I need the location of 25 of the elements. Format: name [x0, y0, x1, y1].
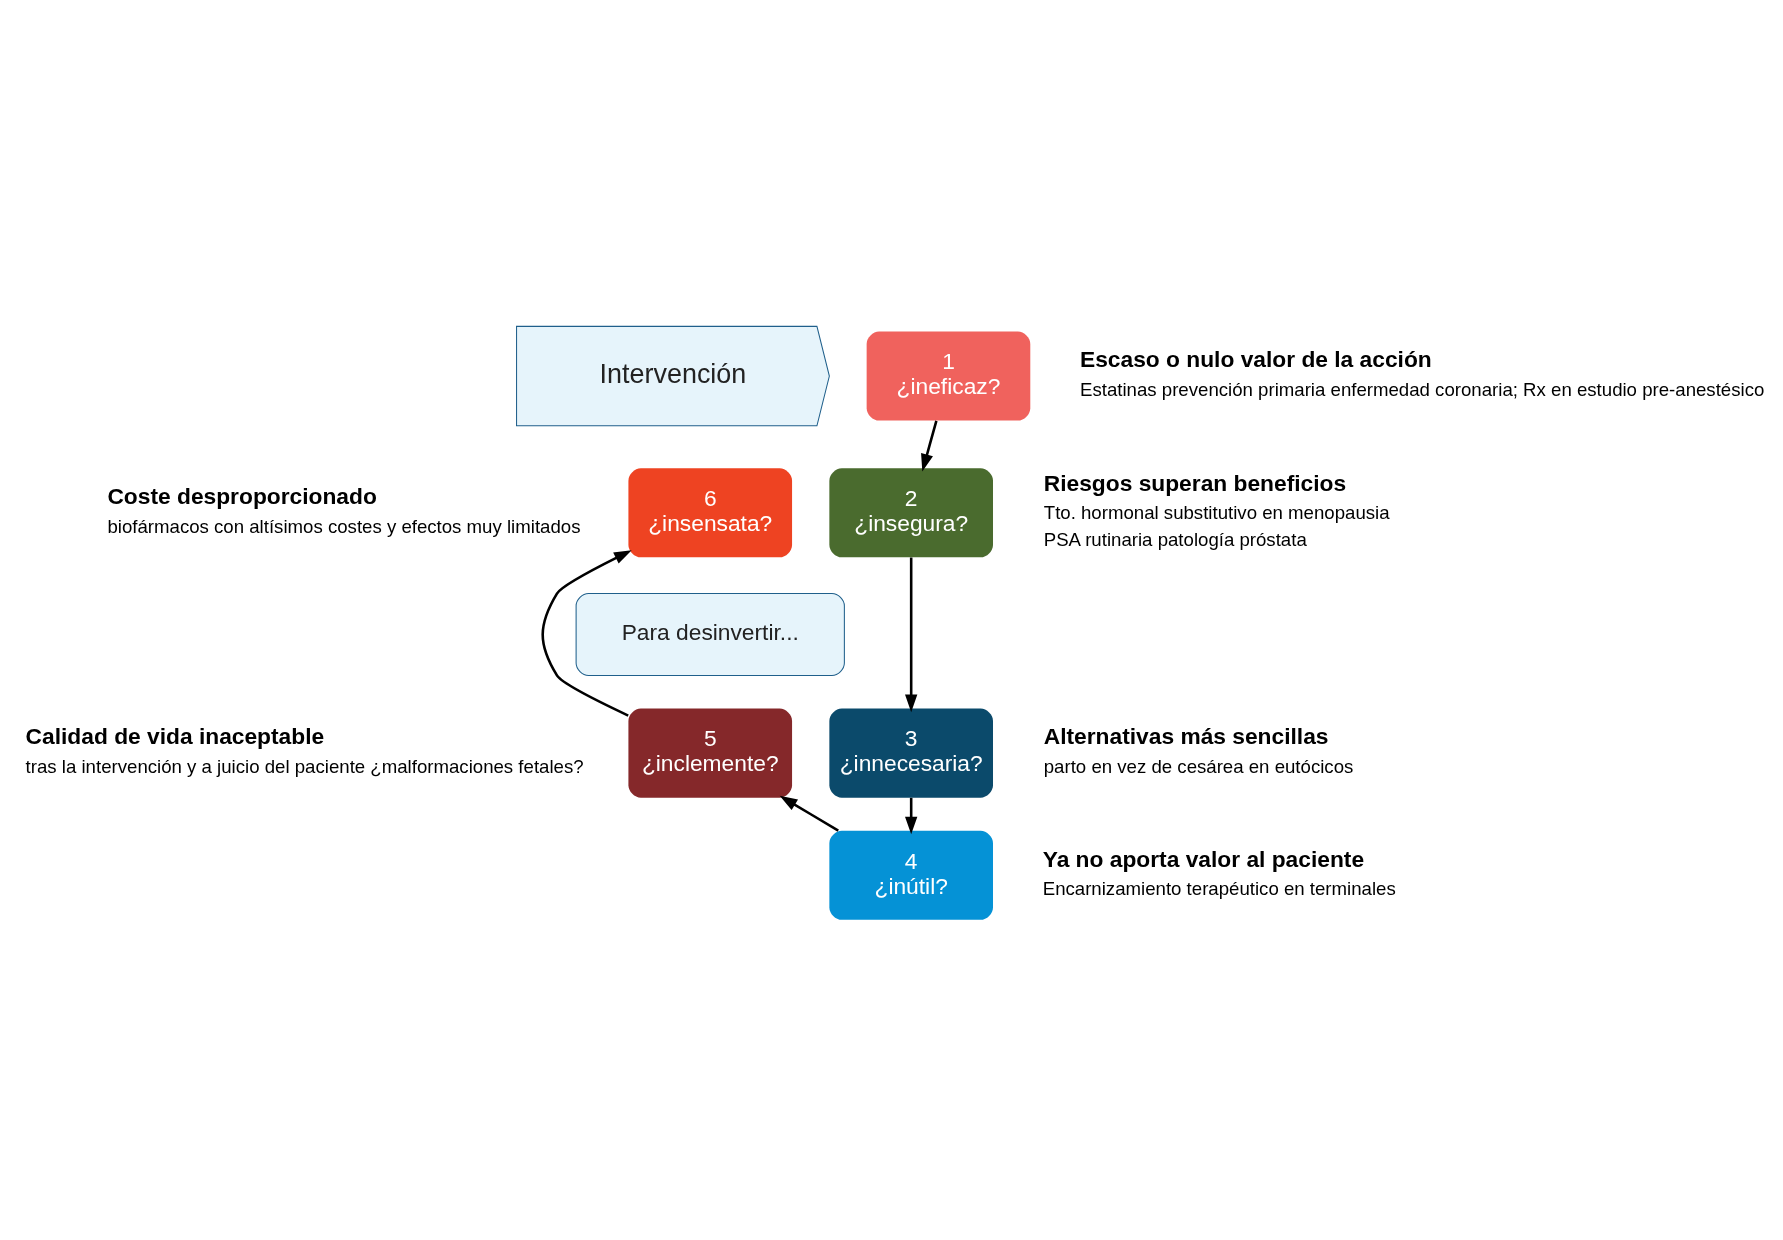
node-label: Calidad de vida inaceptable — [25, 723, 325, 750]
node-label: PSA rutinaria patología próstata — [1043, 529, 1307, 551]
node-label: parto en vez de cesárea en eutócicos — [1043, 756, 1354, 778]
node-box: 6 ¿insensata? — [628, 468, 793, 558]
arrow — [905, 797, 918, 835]
node-label: Encarnizamiento terapéutico en terminales — [1042, 878, 1396, 900]
node-label: biofármacos con altísimos costes y efectos muy limitados — [107, 515, 581, 537]
arrow — [779, 795, 839, 832]
node-label: Escaso o nulo valor de la acción — [1080, 346, 1432, 373]
arrow — [541, 550, 632, 717]
arrow — [921, 420, 938, 472]
node-label: tras la intervención y a juicio del paciente ¿malformaciones fetales? — [25, 756, 584, 778]
node-box: 3 ¿innecesaria? — [829, 708, 993, 798]
node-box: 2 ¿insegura? — [829, 468, 993, 558]
node-box: Para desinvertir... — [575, 593, 845, 676]
node-label: Tto. hormonal substitutivo en menopausia — [1043, 502, 1390, 524]
node-label: Riesgos superan beneficios — [1043, 469, 1347, 496]
node-box: 4 ¿inútil? — [829, 830, 993, 920]
node-label: Estatinas prevención primaria enfermedad coronaria; Rx en estudio pre-anestésico — [1080, 379, 1765, 401]
node-box: 5 ¿inclemente? — [628, 708, 793, 798]
node-label: Coste desproporcionado — [107, 483, 377, 510]
node-label: Alternativas más sencillas — [1043, 723, 1329, 750]
node-label: Ya no aporta valor al paciente — [1042, 845, 1365, 872]
node-box: 1 ¿ineficaz? — [866, 331, 1031, 421]
arrow — [905, 557, 918, 713]
